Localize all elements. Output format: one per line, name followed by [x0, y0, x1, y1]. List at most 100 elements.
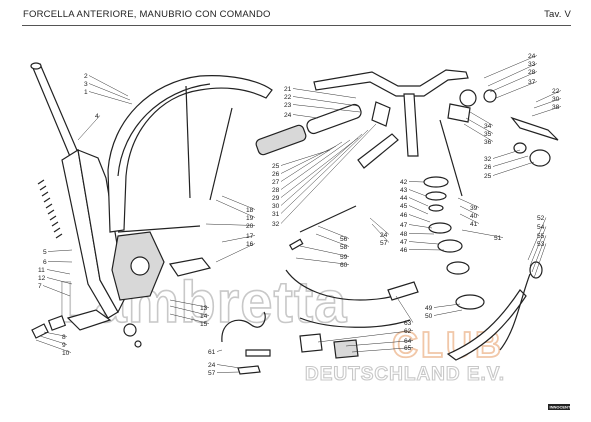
lever-left	[357, 133, 399, 169]
leader-30	[280, 133, 363, 206]
leader-lines	[35, 55, 562, 373]
callout-49: 49	[425, 305, 433, 312]
leader-32	[492, 149, 521, 159]
callout-36: 36	[484, 139, 492, 146]
leader-57	[371, 223, 390, 243]
callouts: 2314561112789101819201716131415612457212…	[38, 53, 560, 377]
callout-5: 5	[43, 249, 47, 256]
callout-34: 34	[484, 123, 492, 130]
callout-35: 35	[484, 131, 492, 138]
headset-stack	[423, 176, 470, 275]
callout-54: 54	[537, 224, 545, 231]
callout-24: 24	[208, 362, 216, 369]
callout-24: 24	[284, 112, 292, 119]
switch-cap	[483, 89, 497, 103]
callout-27: 27	[272, 179, 280, 186]
callout-60: 60	[340, 262, 348, 269]
callout-29: 29	[272, 195, 280, 202]
steering-tube-top	[30, 62, 42, 70]
callout-23: 23	[284, 102, 292, 109]
leader-24	[483, 55, 538, 79]
cable-adjuster	[245, 349, 271, 357]
headset-cup-5	[446, 261, 470, 275]
lever-right	[510, 116, 559, 141]
callout-19: 19	[246, 215, 254, 222]
leader-58	[315, 233, 350, 247]
fork-hardware	[31, 309, 142, 348]
leader-49	[433, 303, 461, 308]
fork-spring	[37, 179, 63, 239]
leader-46	[408, 214, 431, 223]
callout-26: 26	[272, 171, 280, 178]
leader-48	[408, 233, 435, 235]
callout-25: 25	[484, 173, 492, 180]
callout-58: 58	[340, 244, 348, 251]
leader-24	[216, 364, 241, 369]
callout-16: 16	[246, 241, 254, 248]
leader-16	[215, 243, 256, 263]
leader-35	[465, 117, 494, 134]
headset-cup-4	[437, 239, 463, 253]
callout-56: 56	[340, 236, 348, 243]
headset-cup-3	[428, 222, 452, 234]
callout-47: 47	[400, 239, 408, 246]
fork-link-hub	[130, 256, 150, 276]
leader-21	[292, 88, 357, 99]
callout-57: 57	[380, 240, 388, 247]
callout-63: 63	[404, 320, 412, 327]
callout-46: 46	[400, 212, 408, 219]
logo-text: INNOCENTI	[550, 405, 572, 410]
handlebar-tube	[313, 69, 469, 97]
leader-27	[280, 141, 343, 182]
mudguard-arch	[107, 75, 273, 233]
leader-56	[317, 225, 350, 239]
clamp-64	[333, 339, 359, 359]
leader-3	[88, 83, 131, 101]
twist-grip	[255, 124, 307, 156]
leader-4	[77, 115, 101, 141]
bearing-washer	[513, 142, 527, 154]
leader-62	[317, 330, 414, 343]
leader-22	[535, 90, 562, 103]
leader-50	[433, 309, 463, 316]
watermark-club: CLUB	[392, 324, 504, 365]
brace-bar	[117, 225, 201, 233]
leader-32	[280, 123, 377, 224]
cable-ferrule	[288, 238, 304, 251]
callout-9: 9	[62, 342, 66, 349]
rod-left	[185, 85, 191, 199]
leader-39	[457, 197, 480, 208]
leader-37	[495, 81, 538, 99]
leader-45	[408, 205, 429, 215]
brake-cable-61	[221, 311, 266, 343]
plate-number: Tav. V	[544, 9, 571, 20]
grip-sleeve	[306, 103, 362, 135]
callout-26: 26	[484, 164, 492, 171]
leader-59	[299, 245, 350, 257]
mudguard-rib	[117, 83, 211, 177]
leader-14	[169, 305, 210, 316]
callout-30: 30	[272, 203, 280, 210]
callout-47: 47	[400, 222, 408, 229]
leader-38	[531, 106, 562, 117]
callout-32: 32	[484, 156, 492, 163]
leader-15	[169, 313, 210, 324]
headset-cup-1	[423, 176, 449, 188]
leader-31	[280, 129, 369, 214]
callout-3: 3	[84, 81, 88, 88]
leader-24	[292, 114, 319, 119]
callout-14: 14	[200, 313, 208, 320]
cable-group	[285, 205, 543, 361]
callout-11: 11	[38, 267, 45, 274]
callout-42: 42	[400, 179, 408, 186]
callout-59: 59	[340, 254, 348, 261]
leader-64	[345, 340, 414, 347]
watermark-deutschland: DEUTSCHLAND E.V.	[305, 364, 505, 385]
steering-rod	[439, 119, 463, 197]
callout-53: 53	[537, 241, 545, 248]
plate-title: FORCELLA ANTERIORE, MANUBRIO CON COMANDO	[23, 9, 271, 20]
leader-8	[43, 331, 68, 337]
leader-46	[408, 249, 445, 251]
callout-55: 55	[537, 233, 545, 240]
callout-4: 4	[95, 113, 99, 120]
